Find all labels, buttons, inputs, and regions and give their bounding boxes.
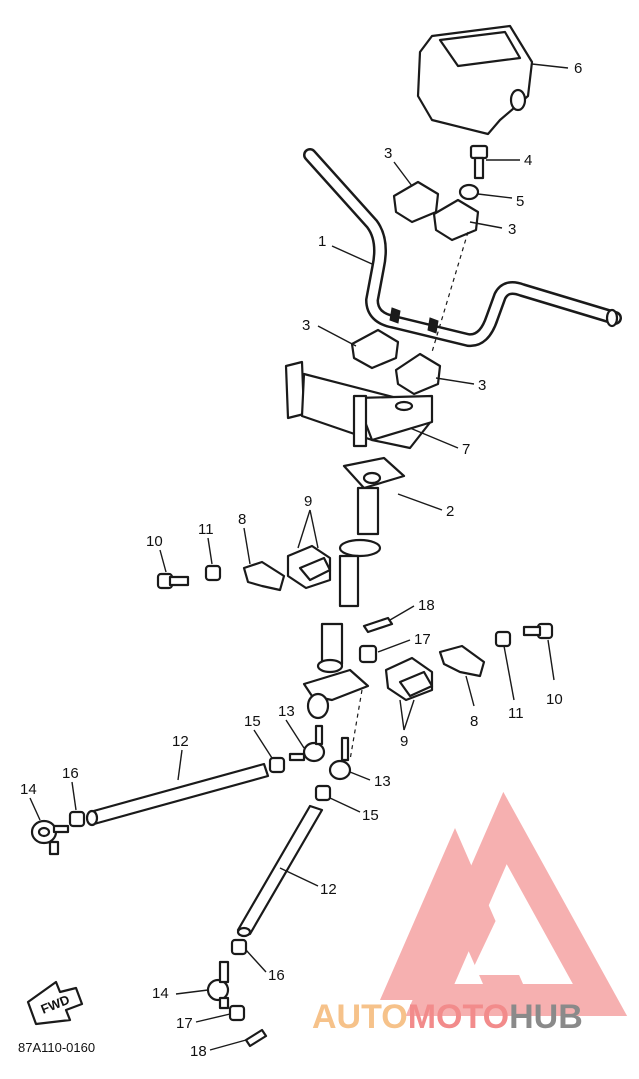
forward-direction-arrow-icon: FWD bbox=[26, 980, 84, 1026]
handlebar-holder-lower-right bbox=[394, 352, 442, 396]
watermark-word-auto: AUTO bbox=[312, 998, 408, 1036]
callout-label: 9 bbox=[400, 733, 408, 750]
nut-15-upper bbox=[268, 756, 286, 774]
callout-label: 11 bbox=[198, 521, 214, 538]
callout-label: 9 bbox=[304, 493, 312, 510]
cotter-pin-18-upper bbox=[362, 616, 394, 634]
cotter-pin-18-lower bbox=[244, 1028, 268, 1048]
column-holder-lower bbox=[438, 644, 486, 678]
bushing-set-lower bbox=[384, 656, 434, 702]
callout-label: 2 bbox=[446, 503, 454, 520]
callout-label: 3 bbox=[478, 377, 486, 394]
handlebar-holder-lower-left bbox=[350, 328, 400, 370]
drawing-code: 87A110-0160 bbox=[18, 1040, 95, 1055]
callout-label: 18 bbox=[418, 597, 435, 614]
callout-label: 17 bbox=[176, 1015, 193, 1032]
callout-label: 17 bbox=[414, 631, 431, 648]
callout-label: 15 bbox=[362, 807, 379, 824]
bolt-10-upper bbox=[156, 572, 190, 590]
bolt-10-lower bbox=[522, 622, 554, 640]
callout-label: 13 bbox=[278, 703, 295, 720]
callout-label: 10 bbox=[146, 533, 163, 550]
callout-label: 13 bbox=[374, 773, 391, 790]
callout-label: 14 bbox=[152, 985, 169, 1002]
watermark-word-moto: MOTO bbox=[408, 998, 509, 1036]
nut-11-lower bbox=[494, 630, 512, 648]
assembly-axis-line bbox=[349, 689, 363, 761]
watermark-word-hub: HUB bbox=[509, 998, 583, 1036]
tie-rod-end-13-right bbox=[328, 736, 352, 781]
callout-label: 1 bbox=[318, 233, 326, 250]
bolt-4 bbox=[469, 144, 489, 180]
steering-column bbox=[338, 456, 406, 608]
washer-5 bbox=[458, 183, 480, 201]
callout-labels: 6 4 5 3 3 1 3 3 7 2 9 10 11 8 18 17 10 1… bbox=[20, 60, 582, 1060]
assembly-axis-line bbox=[431, 231, 469, 353]
handlebar-holder-upper-left bbox=[392, 180, 440, 224]
callout-label: 18 bbox=[190, 1043, 207, 1060]
nut-16-upper bbox=[68, 810, 86, 828]
callout-label: 3 bbox=[508, 221, 516, 238]
nut-11-upper bbox=[204, 564, 222, 582]
column-holder-upper bbox=[242, 560, 286, 592]
callout-label: 3 bbox=[302, 317, 310, 334]
watermark-logo-icon bbox=[380, 791, 628, 1016]
callout-label: 8 bbox=[238, 511, 246, 528]
tie-rod-12-diagonal bbox=[236, 804, 324, 938]
nut-17-upper bbox=[358, 644, 378, 664]
leader-lines bbox=[29, 63, 569, 1051]
callout-label: 7 bbox=[462, 441, 470, 458]
handlebar-pad bbox=[416, 24, 534, 136]
bushing-set-upper bbox=[286, 544, 332, 590]
callout-label: 10 bbox=[546, 691, 563, 708]
ball-joint-14-lower bbox=[206, 960, 230, 1010]
callout-label: 4 bbox=[524, 152, 532, 169]
ball-joint-14-upper bbox=[30, 819, 70, 856]
nut-15-lower bbox=[314, 784, 332, 802]
handlebar bbox=[303, 148, 622, 348]
handlebar-bracket bbox=[284, 360, 434, 450]
watermark-wordmark: AUTOMOTOHUB bbox=[312, 998, 583, 1036]
tie-rod-end-13-left bbox=[288, 724, 326, 763]
callout-label: 16 bbox=[62, 765, 79, 782]
callout-label: 5 bbox=[516, 193, 524, 210]
callout-label: 14 bbox=[20, 781, 37, 798]
callout-label: 3 bbox=[384, 145, 392, 162]
steering-shaft-lower bbox=[302, 622, 370, 720]
tie-rod-12-horizontal bbox=[85, 762, 270, 827]
handlebar-holder-upper-right bbox=[432, 198, 480, 242]
callout-label: 15 bbox=[244, 713, 261, 730]
callout-label: 12 bbox=[172, 733, 189, 750]
callout-label: 12 bbox=[320, 881, 337, 898]
nut-17-lower bbox=[228, 1004, 246, 1022]
callout-label: 16 bbox=[268, 967, 285, 984]
callout-label: 6 bbox=[574, 60, 582, 77]
callout-label: 8 bbox=[470, 713, 478, 730]
nut-16-lower bbox=[230, 938, 248, 956]
callout-label: 11 bbox=[508, 705, 524, 722]
